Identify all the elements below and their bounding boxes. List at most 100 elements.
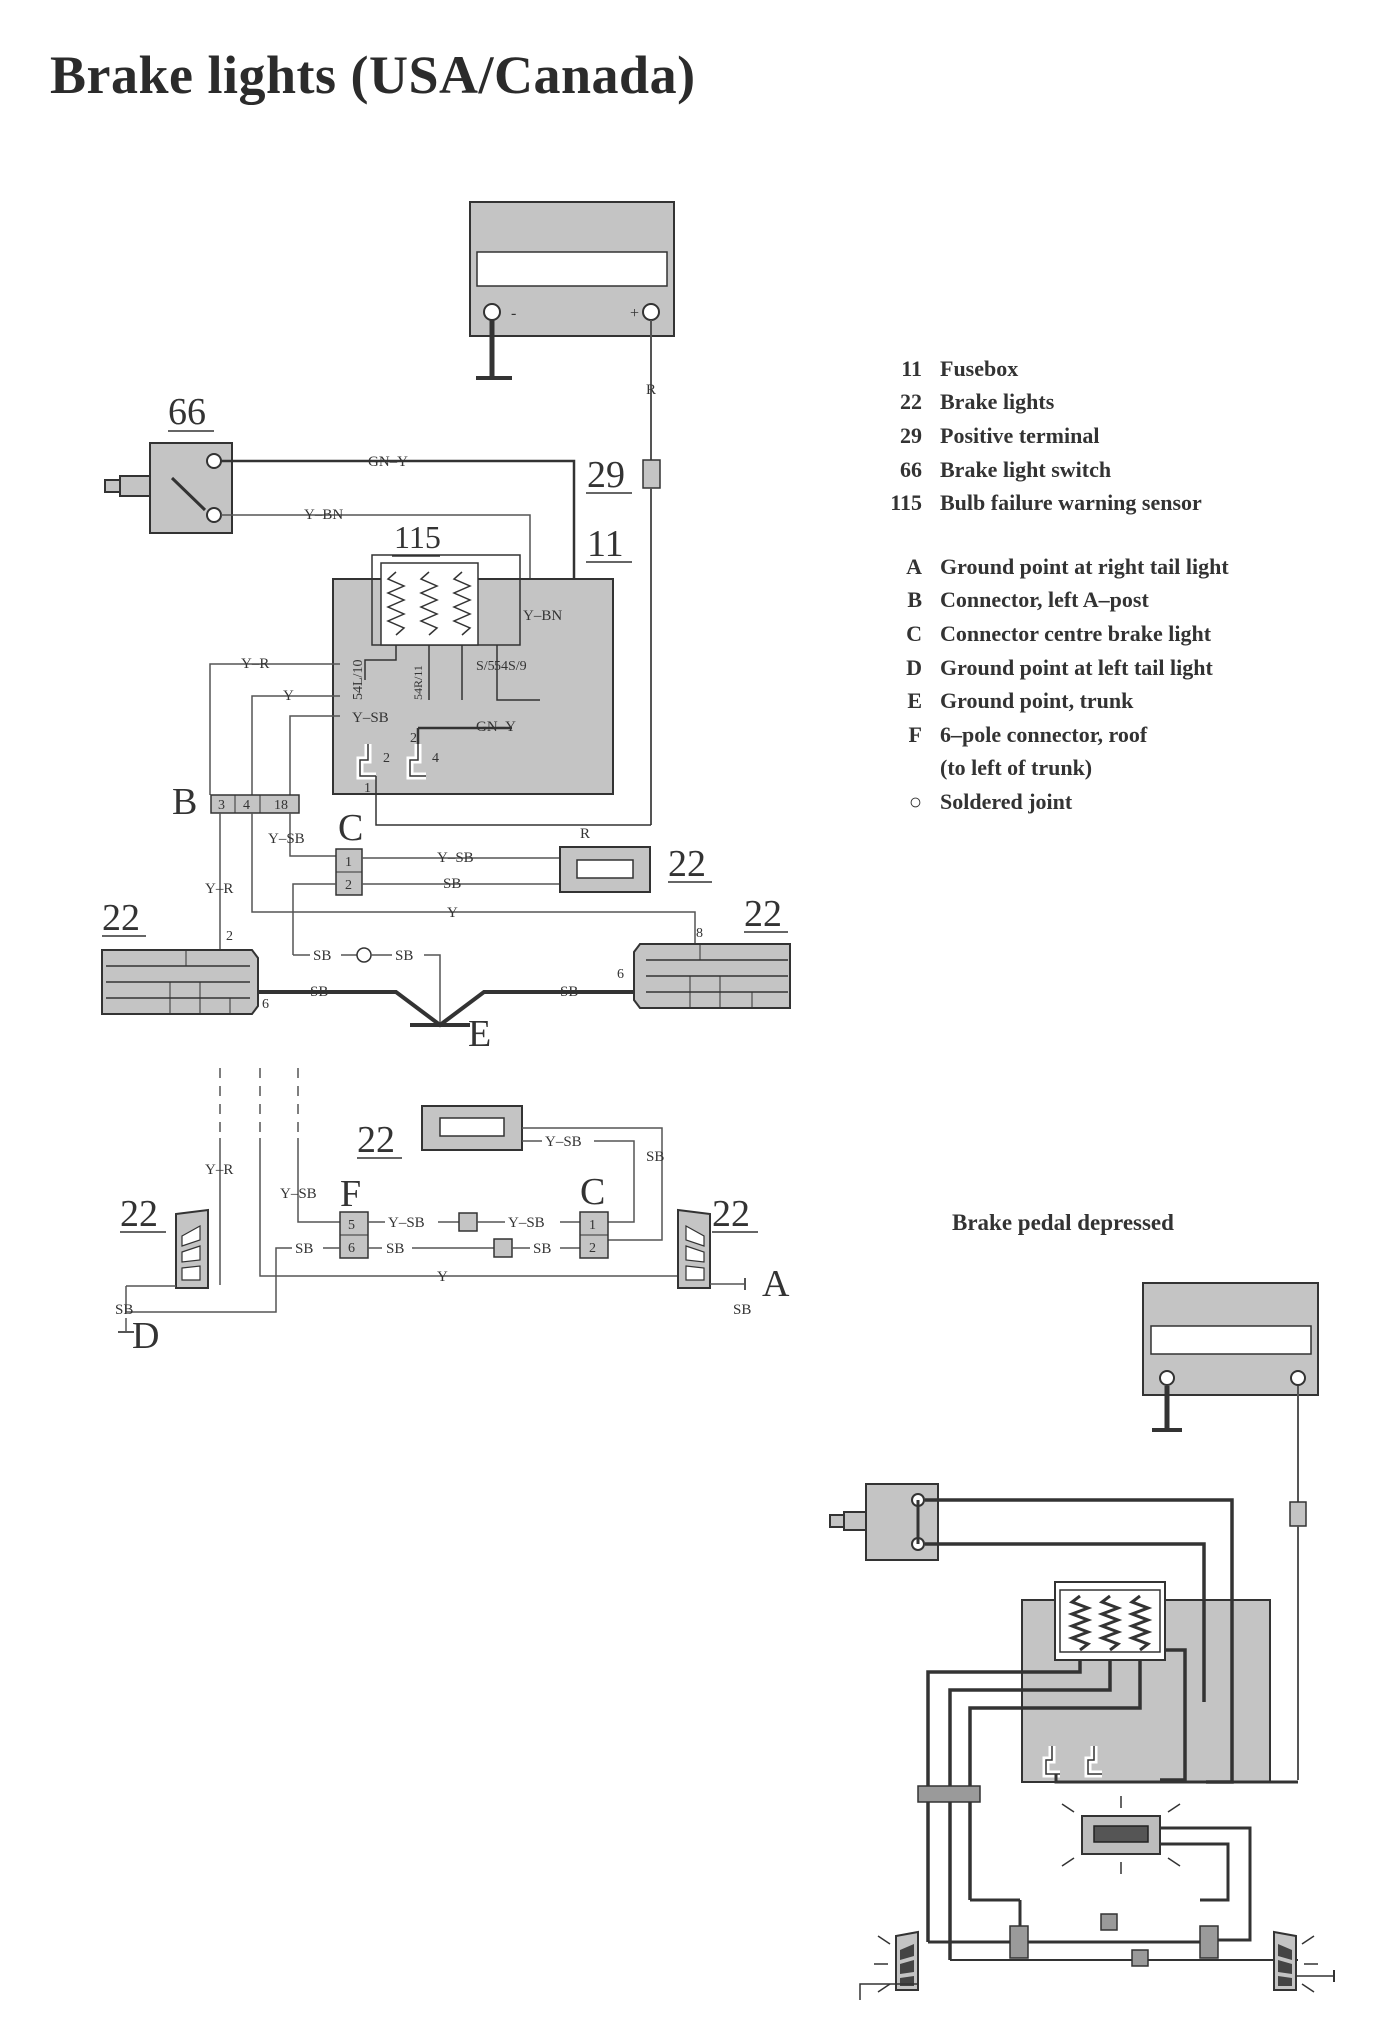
- legend-text: 6–pole connector, roof: [940, 721, 1148, 747]
- wire-label-sb-a: SB: [733, 1302, 751, 1318]
- legend-key: ○: [908, 788, 922, 814]
- pin-1-relay: 1: [364, 781, 371, 796]
- wire-label-y-sb-lower: Y–SB: [280, 1186, 317, 1202]
- legend-key: E: [907, 688, 922, 714]
- left-tail-light-top: [101, 949, 259, 1015]
- pin-6-left-tail: 6: [262, 997, 269, 1012]
- wire-label-sb-ground-right: SB: [560, 984, 578, 1000]
- label-22-right-bottom: 22: [712, 1193, 750, 1235]
- connector-c-top: 1 2: [335, 848, 363, 896]
- battery-neg-mark: -: [511, 305, 516, 322]
- wire-label-sb-c-bottom: SB: [533, 1241, 551, 1257]
- pin-2-c-top: 2: [345, 878, 352, 893]
- label-c-top: C: [338, 807, 363, 849]
- label-22-left-bottom: 22: [120, 1193, 158, 1235]
- centre-brake-light-bottom: [421, 1105, 523, 1151]
- connector-b: 3 4 18: [210, 794, 300, 814]
- wire-label-y-sb-fusebox: Y–SB: [352, 710, 389, 726]
- terminal-54r11: 54R/11: [411, 665, 425, 700]
- legend-text: Ground point at right tail light: [940, 553, 1229, 579]
- pin-4-relay: 4: [432, 751, 439, 766]
- label-f: F: [340, 1173, 361, 1215]
- wire-label-gn-y-top: GN–Y: [368, 454, 408, 470]
- wire-label-sb-joint-left: SB: [313, 948, 331, 964]
- wire-label-sb-joint-right: SB: [395, 948, 413, 964]
- legend-item: F 6–pole connector, roof: [884, 718, 1344, 752]
- wire-label-y-sb-b: Y–SB: [268, 831, 305, 847]
- legend-key: 22: [900, 389, 922, 415]
- pin-8-right-tail: 8: [696, 926, 703, 941]
- label-115: 115: [394, 519, 441, 555]
- wire-label-y-bn-top: Y–BN: [304, 507, 343, 523]
- wire-label-r-top: R: [646, 382, 656, 398]
- wire-label-y-sb-f: Y–SB: [388, 1215, 425, 1231]
- legend-item: ○Soldered joint: [884, 785, 1344, 819]
- label-a: A: [762, 1263, 790, 1305]
- connector-c-bottom: 1 2: [579, 1211, 609, 1259]
- wire-label-gn-y-fusebox: GN–Y: [476, 719, 516, 735]
- label-22-left-top: 22: [102, 897, 140, 939]
- pin-2-relay-a: 2: [383, 751, 390, 766]
- terminal-54l10: 54L/10: [351, 660, 366, 700]
- legend-text: Brake light switch: [940, 456, 1112, 482]
- legend-text: Ground point, trunk: [940, 688, 1134, 714]
- legend-key: 11: [901, 355, 922, 381]
- legend-item: E Ground point, trunk: [884, 684, 1344, 718]
- right-tail-light-top: [633, 943, 791, 1009]
- fusebox: [332, 554, 614, 795]
- legend-text: Positive terminal: [940, 422, 1100, 448]
- battery-ground: [476, 320, 512, 380]
- pin-2-relay-b: 2: [410, 731, 417, 746]
- battery-pos-mark: +: [630, 305, 639, 322]
- centre-brake-light-top: [559, 846, 651, 893]
- wire-label-y-r-fusebox: Y–R: [241, 656, 269, 672]
- wire-label-sb-f: SB: [386, 1241, 404, 1257]
- label-d: D: [132, 1315, 159, 1357]
- legend-key: F: [908, 721, 922, 747]
- soldered-joint: [356, 947, 372, 963]
- right-tail-light-bottom: [677, 1208, 711, 1289]
- wire-label-sb-left-lower: SB: [295, 1241, 313, 1257]
- pin-2-left-tail: 2: [226, 929, 233, 944]
- label-22-centre-top: 22: [668, 843, 706, 885]
- page-title: Brake lights (USA/Canada): [50, 45, 696, 105]
- legend-key: B: [907, 587, 922, 613]
- wire-label-sb-c: SB: [443, 876, 461, 892]
- connector-f: 5 6: [339, 1211, 369, 1259]
- label-b: B: [172, 781, 197, 823]
- wire-label-y-mid: Y: [447, 905, 458, 921]
- wire-label-y-r-b: Y–R: [205, 881, 233, 897]
- legend-text: Bulb failure warning sensor: [940, 490, 1202, 516]
- legend-gap: [884, 520, 1344, 550]
- battery: - +: [469, 201, 675, 337]
- wire-label-y-sb-c: Y–SB: [437, 850, 474, 866]
- pin-18-b: 18: [274, 798, 288, 813]
- label-c-bottom: C: [580, 1171, 605, 1213]
- label-e: E: [468, 1013, 491, 1055]
- caption-brake-pedal-depressed: Brake pedal depressed: [952, 1210, 1174, 1235]
- legend-text: (to left of trunk): [940, 755, 1093, 781]
- wire-label-y-sb-centre: Y–SB: [545, 1134, 582, 1150]
- wire-label-y-bn-fusebox: Y–BN: [523, 608, 562, 624]
- positive-terminal: [642, 459, 661, 489]
- wire-label-y-r-lower: Y–R: [205, 1162, 233, 1178]
- terminal-54s9: 54S/9: [494, 659, 527, 674]
- pin-4-b: 4: [243, 798, 250, 813]
- pin-1-c-top: 1: [345, 855, 352, 870]
- wire-label-y-lower: Y: [437, 1269, 448, 1285]
- wire-label-sb-ground-left: SB: [310, 984, 328, 1000]
- legend-item: 115 Bulb failure warning sensor: [884, 486, 1344, 520]
- terminal-s5: S/5: [476, 659, 495, 674]
- label-22-right-top: 22: [744, 893, 782, 935]
- label-66: 66: [168, 391, 206, 433]
- legend-key: 115: [890, 490, 922, 516]
- label-22-centre-bottom: 22: [357, 1119, 395, 1161]
